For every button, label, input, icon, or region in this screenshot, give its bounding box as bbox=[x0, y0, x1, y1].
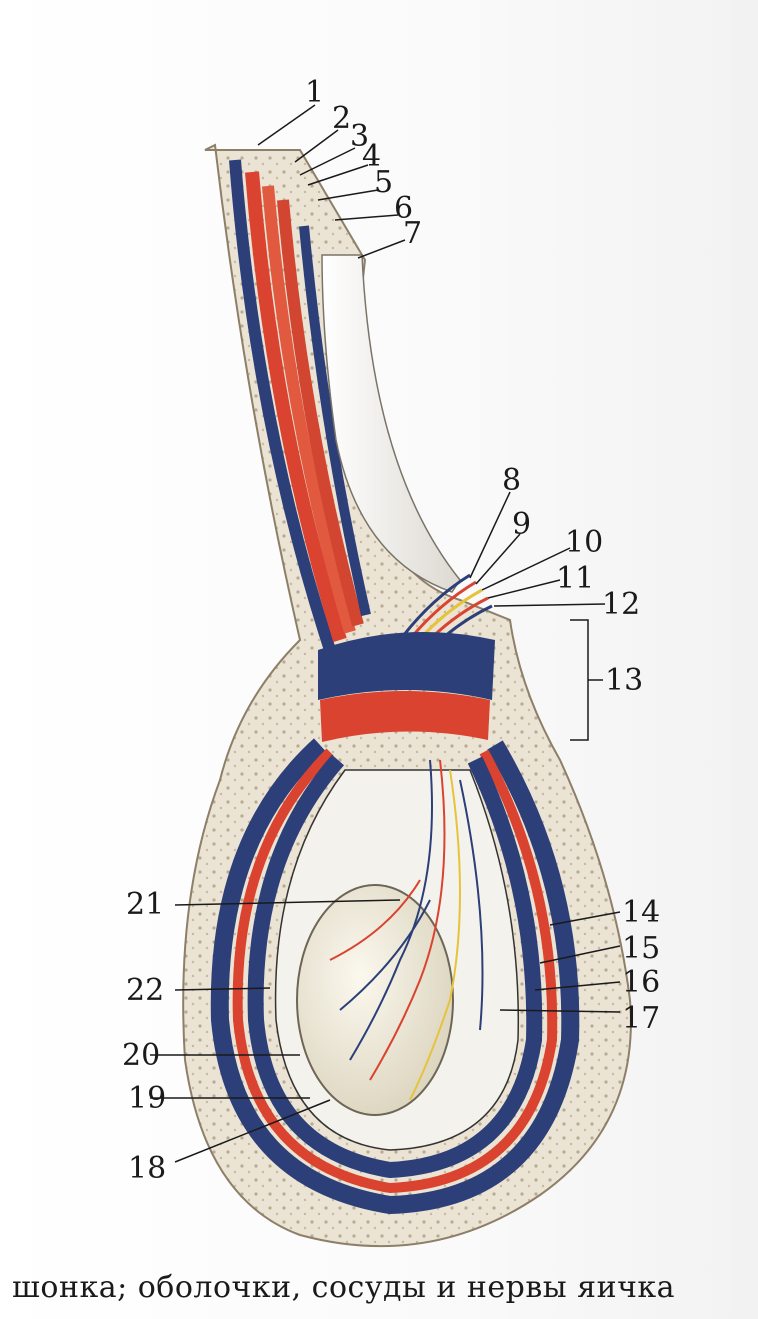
label-2: 2 bbox=[332, 101, 351, 136]
testis bbox=[296, 884, 454, 1116]
label-3: 3 bbox=[350, 119, 369, 154]
leader-lines bbox=[150, 104, 621, 1163]
label-20: 20 bbox=[122, 1038, 160, 1073]
sac-layer-blue-inner bbox=[247, 754, 543, 1179]
label-12: 12 bbox=[602, 587, 640, 622]
sac-layer-red bbox=[232, 748, 558, 1194]
cord-layer-blue-outer bbox=[229, 159, 336, 652]
sac-layers bbox=[210, 738, 580, 1215]
cord-layer-red-2 bbox=[262, 185, 356, 634]
label-6: 6 bbox=[394, 191, 413, 226]
figure-caption: шонка; оболочки, сосуды и нервы яичка bbox=[12, 1270, 676, 1305]
label-1: 1 bbox=[305, 75, 324, 110]
label-9: 9 bbox=[512, 507, 531, 542]
label-19: 19 bbox=[128, 1081, 166, 1116]
neck-ring bbox=[318, 632, 495, 742]
label-22: 22 bbox=[126, 973, 164, 1008]
label-18: 18 bbox=[128, 1151, 166, 1186]
label-17: 17 bbox=[622, 1001, 660, 1036]
label-7: 7 bbox=[403, 216, 422, 251]
label-10: 10 bbox=[565, 525, 603, 560]
label-11: 11 bbox=[556, 561, 594, 596]
label-21: 21 bbox=[126, 887, 164, 922]
label-16: 16 bbox=[622, 965, 660, 1000]
cord-layer-red-3 bbox=[277, 199, 364, 627]
inner-fascia bbox=[321, 254, 461, 593]
label-4: 4 bbox=[362, 139, 381, 174]
cord-layer-red-1 bbox=[245, 171, 347, 643]
label-15: 15 bbox=[622, 931, 660, 966]
label-13: 13 bbox=[605, 663, 643, 698]
label-8: 8 bbox=[502, 463, 521, 498]
label-5: 5 bbox=[374, 165, 393, 200]
cord-layer-blue-inner bbox=[299, 225, 371, 617]
cord-layers bbox=[229, 159, 371, 652]
sac-layer-blue-outer bbox=[210, 738, 580, 1215]
testicular-vessels bbox=[329, 759, 484, 1101]
label-14: 14 bbox=[622, 895, 660, 930]
